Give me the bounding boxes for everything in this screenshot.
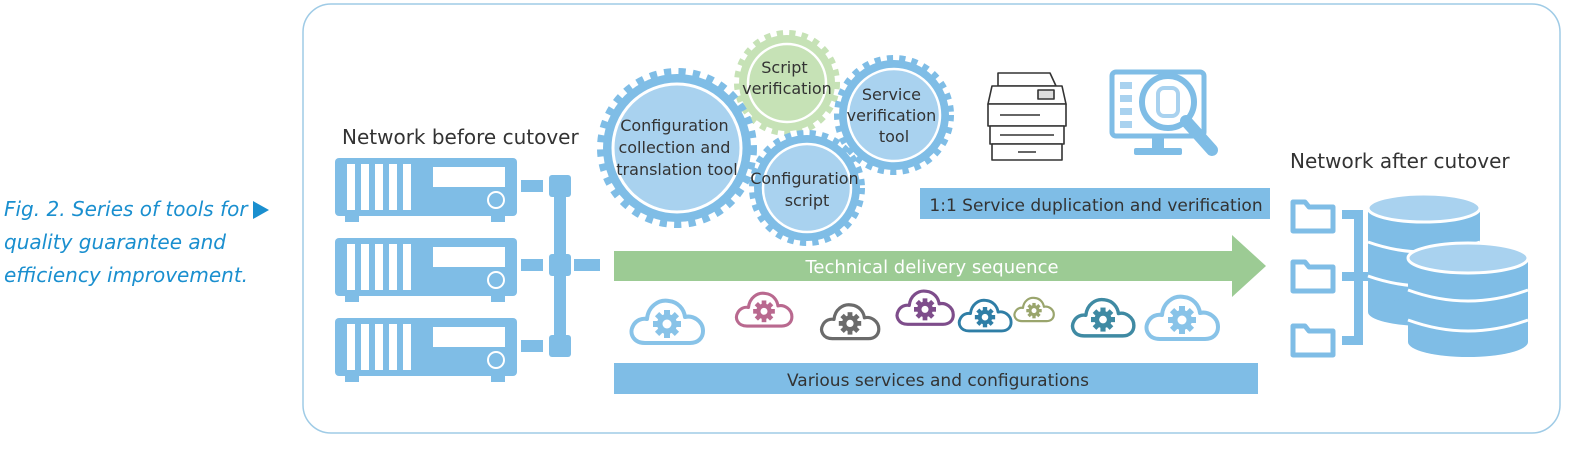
network-before-label: Network before cutover [342,125,579,149]
caption-line-1: Fig. 2. Series of tools for [4,197,248,221]
gear-config-script: Configuration script [749,130,865,246]
service-duplication-bar [920,188,1270,219]
gear-label-service-1: Service [862,85,921,104]
gear-label-collection-1: Configuration [620,116,729,135]
service-duplication-label: 1:1 Service duplication and verification [929,196,1262,216]
cloud-gear-icon-2 [734,291,794,328]
server-icon-1 [335,158,517,222]
gear-label-collection-2: collection and [618,138,730,157]
gear-label-collection-3: translation tool [616,160,737,179]
monitor-magnifier-icon [1109,69,1218,156]
network-after-label: Network after cutover [1290,149,1510,173]
services-bar [614,363,1258,394]
caption-line-2: quality guarantee and [4,230,226,254]
gear-label-cscript-1: Configuration [750,169,859,188]
server-connector [521,175,600,357]
gear-label-script-2: verification [742,79,832,98]
server-icon-2 [335,238,517,302]
cloud-gear-icon-7 [1070,297,1136,338]
gear-service-verification: Service verification tool [834,55,954,175]
services-label: Various services and configurations [787,371,1089,391]
cloud-gear-icon-1 [629,298,705,345]
caption-line-3: efficiency improvement. [4,263,249,287]
server-icon-3 [335,318,517,382]
figure-caption: Fig. 2. Series of tools for quality guar… [4,193,254,292]
folder-icon-3 [1293,326,1333,355]
cloud-gear-icon-5 [957,298,1013,333]
cloud-gear-icon-4 [895,289,955,326]
svg-text:Script verification: Script verification [742,58,832,98]
folder-icon-1 [1293,202,1333,231]
cloud-gear-icon-8 [1144,294,1220,341]
gear-label-cscript-2: script [785,191,830,210]
svg-text:Service verification: Service verification tool [847,85,942,146]
svg-text:Configuration collection: Configuration collection and translation… [616,116,737,179]
cloud-gear-icon-6 [1013,296,1055,323]
printer-icon [987,72,1067,161]
diagram-frame [302,3,1561,434]
delivery-sequence-arrow [614,235,1266,297]
gear-config-collection: Configuration collection and translation… [597,68,757,228]
database-icon-front [1406,241,1530,357]
gear-script-verification: Script verification [734,30,840,136]
folder-icon-2 [1293,262,1333,291]
caption-pointer-icon [253,201,269,219]
gear-label-service-2: verification [847,106,937,125]
svg-text:Configuration script: Configuration script [750,169,864,210]
gear-label-service-3: tool [879,127,909,146]
delivery-sequence-label: Technical delivery sequence [804,257,1058,278]
cloud-gear-icon-3 [819,303,881,341]
gear-label-script-1: Script [761,58,807,77]
